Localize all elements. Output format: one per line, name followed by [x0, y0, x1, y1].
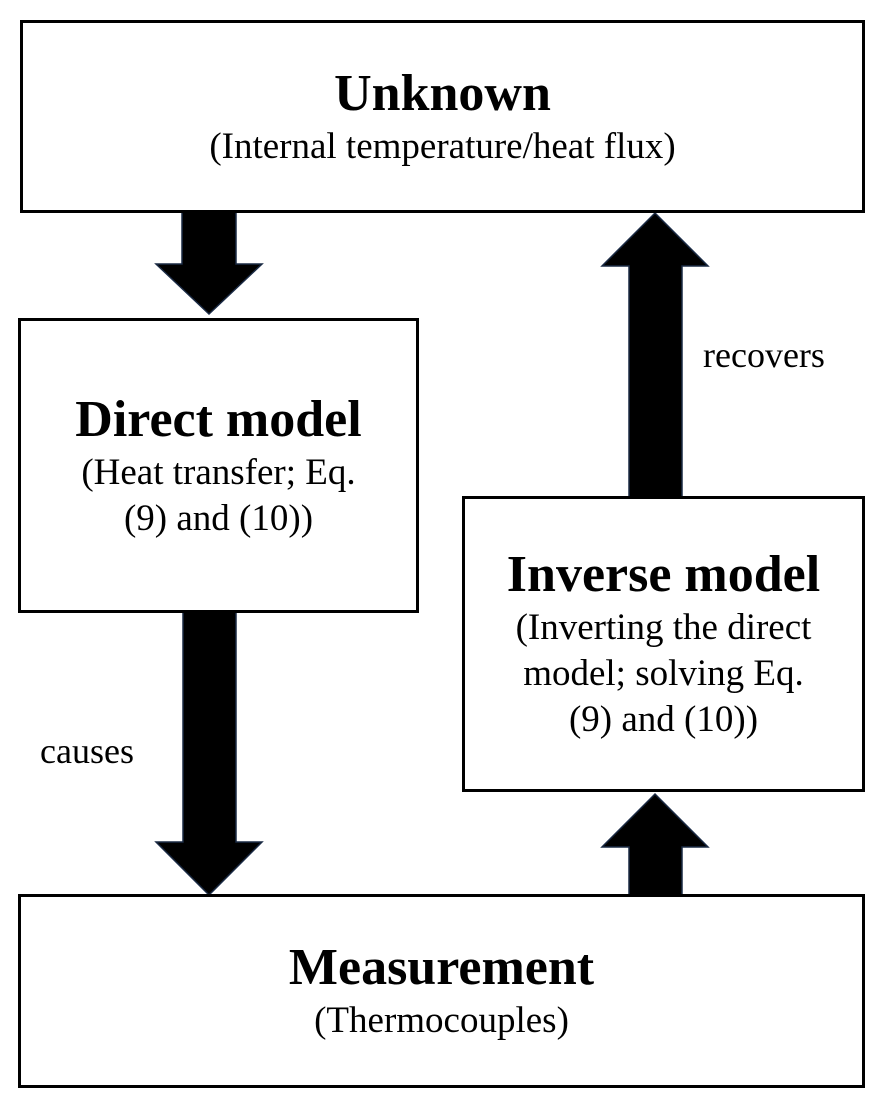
arrow-direct-to-measurement — [154, 611, 264, 897]
arrow-unknown-to-direct — [154, 211, 264, 316]
inverse-model-subtitle-line1: (Inverting the direct — [515, 607, 812, 648]
direct-model-subtitle-line2: (9) and (10)) — [123, 497, 314, 539]
unknown-title: Unknown — [334, 64, 551, 122]
measurement-title: Measurement — [288, 939, 595, 996]
direct-model-subtitle-line1: (Heat transfer; Eq. — [81, 451, 356, 493]
measurement-box: Measurement (Thermocouples) — [18, 894, 865, 1088]
inverse-model-subtitle-line2: model; solving Eq. — [523, 653, 804, 694]
causes-label: causes — [40, 731, 134, 771]
direct-model-box: Direct model (Heat transfer; Eq. (9) and… — [18, 318, 419, 613]
unknown-box: Unknown (Internal temperature/heat flux) — [20, 20, 865, 213]
inverse-model-title: Inverse model — [506, 546, 821, 603]
direct-model-title: Direct model — [75, 390, 362, 448]
recovers-label: recovers — [703, 335, 825, 375]
arrow-inverse-to-unknown — [600, 211, 710, 498]
inverse-model-box: Inverse model (Inverting the direct mode… — [462, 496, 865, 792]
unknown-subtitle: (Internal temperature/heat flux) — [209, 125, 676, 167]
arrow-measurement-to-inverse — [600, 792, 710, 896]
inverse-model-subtitle-line3: (9) and (10)) — [568, 699, 759, 740]
measurement-subtitle: (Thermocouples) — [314, 1000, 569, 1041]
